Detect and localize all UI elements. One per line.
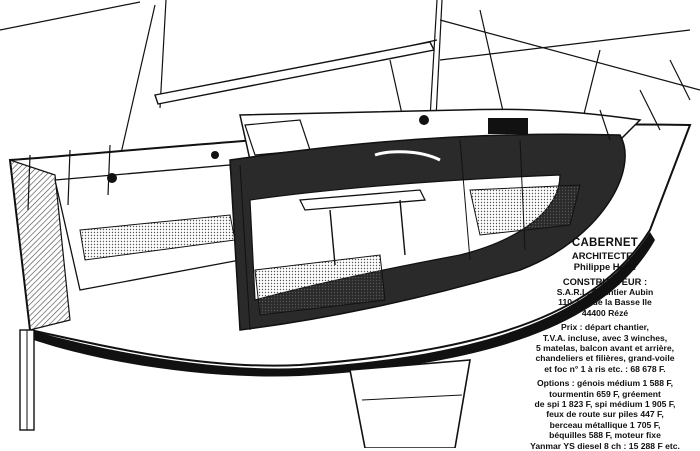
price-line: 5 matelas, balcon avant et arrière,	[535, 343, 675, 354]
builder-line: S.A.R.L. Chantier Aubin	[556, 287, 654, 297]
options-line: de spi 1 823 F, spi médium 1 905 F,	[534, 399, 676, 410]
boat-name: CABERNET	[571, 237, 639, 249]
builder-line: 110, rue de la Basse Ile	[558, 297, 652, 308]
price-line: Prix : départ chantier,	[561, 322, 649, 333]
options-line: berceau métallique 1 705 F,	[549, 419, 661, 430]
builder-label: CONSTRUCTEUR :	[562, 276, 648, 287]
options-line: tourmentin 659 F, gréement	[549, 388, 661, 399]
price-line: chandeliers et filières, grand-voile	[535, 353, 675, 364]
caption-block: CABERNET ARCHITECTE : Philippe Harlé CON…	[515, 236, 695, 451]
options-line: Yanmar YS diesel 8 ch : 15 288 F etc.	[530, 440, 680, 451]
architect-name: Philippe Harlé	[573, 261, 637, 272]
options-line: béquilles 588 F, moteur fixe	[549, 430, 661, 441]
builder-line: 44400 Rézé	[581, 307, 629, 318]
price-line: T.V.A. incluse, avec 3 winches,	[542, 332, 668, 343]
options-line: Options : génois médium 1 588 F,	[536, 378, 674, 389]
options-line: feux de route sur piles 447 F,	[546, 409, 664, 420]
architect-label: ARCHITECTE :	[571, 250, 639, 261]
price-line: et foc n° 1 à ris etc. : 68 678 F.	[544, 363, 666, 374]
